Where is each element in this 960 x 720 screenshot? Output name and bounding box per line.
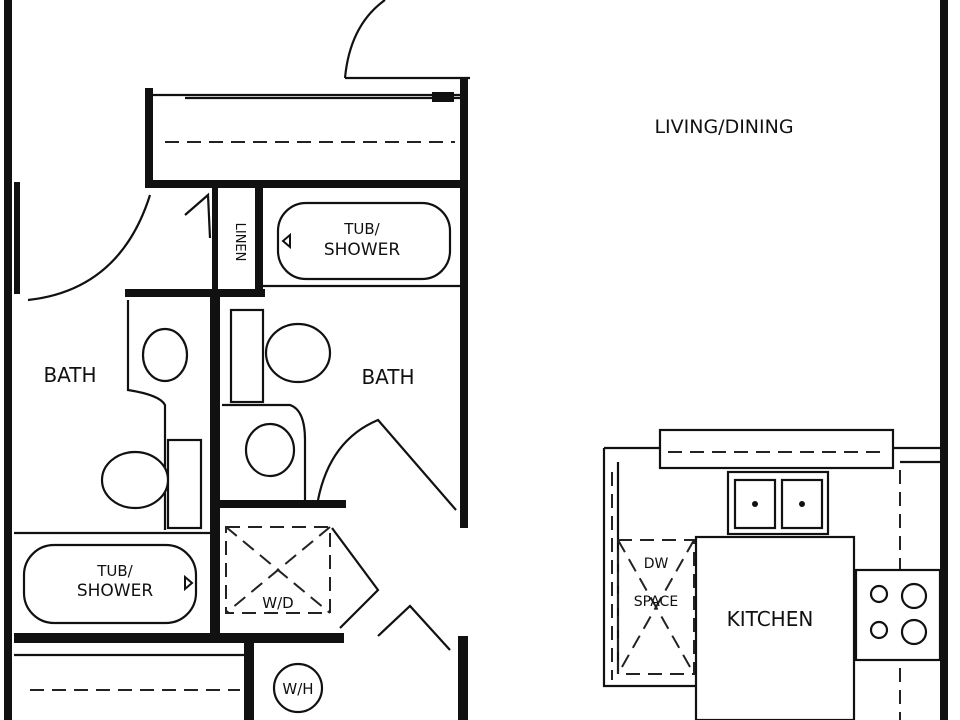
tub-shower-top bbox=[263, 201, 460, 288]
water-heater-label: W/H bbox=[282, 680, 313, 698]
linen-closet bbox=[125, 188, 265, 297]
lower-walls bbox=[14, 633, 468, 720]
dishwasher-label-2: SPACE bbox=[634, 594, 678, 610]
tub-shower-top-label-2: SHOWER bbox=[324, 240, 401, 260]
dishwasher-label-1: DW bbox=[644, 556, 669, 572]
left-bath-fixtures bbox=[100, 300, 203, 530]
kitchen-label: KITCHEN bbox=[727, 607, 814, 631]
bath-left-label: BATH bbox=[43, 363, 96, 387]
living-dining-label: LIVING/DINING bbox=[654, 116, 793, 138]
tub-shower-top-label-1: TUB/ bbox=[343, 220, 380, 238]
washer-dryer-label: W/D bbox=[262, 594, 293, 612]
hall-closet bbox=[145, 78, 468, 528]
right-bath-fixtures bbox=[220, 308, 457, 511]
laundry-closet bbox=[225, 526, 451, 651]
tub-shower-bottom bbox=[14, 531, 210, 625]
entry-door bbox=[343, 0, 470, 80]
linen-label: LINEN bbox=[232, 223, 247, 262]
bath-right-label: BATH bbox=[361, 365, 414, 389]
left-bath-door bbox=[14, 182, 212, 302]
bath-partition bbox=[210, 293, 220, 633]
exterior-walls bbox=[4, 0, 948, 720]
kitchen bbox=[602, 428, 942, 720]
tub-shower-bottom-label-2: SHOWER bbox=[77, 581, 154, 601]
tub-shower-bottom-label-1: TUB/ bbox=[96, 562, 133, 580]
